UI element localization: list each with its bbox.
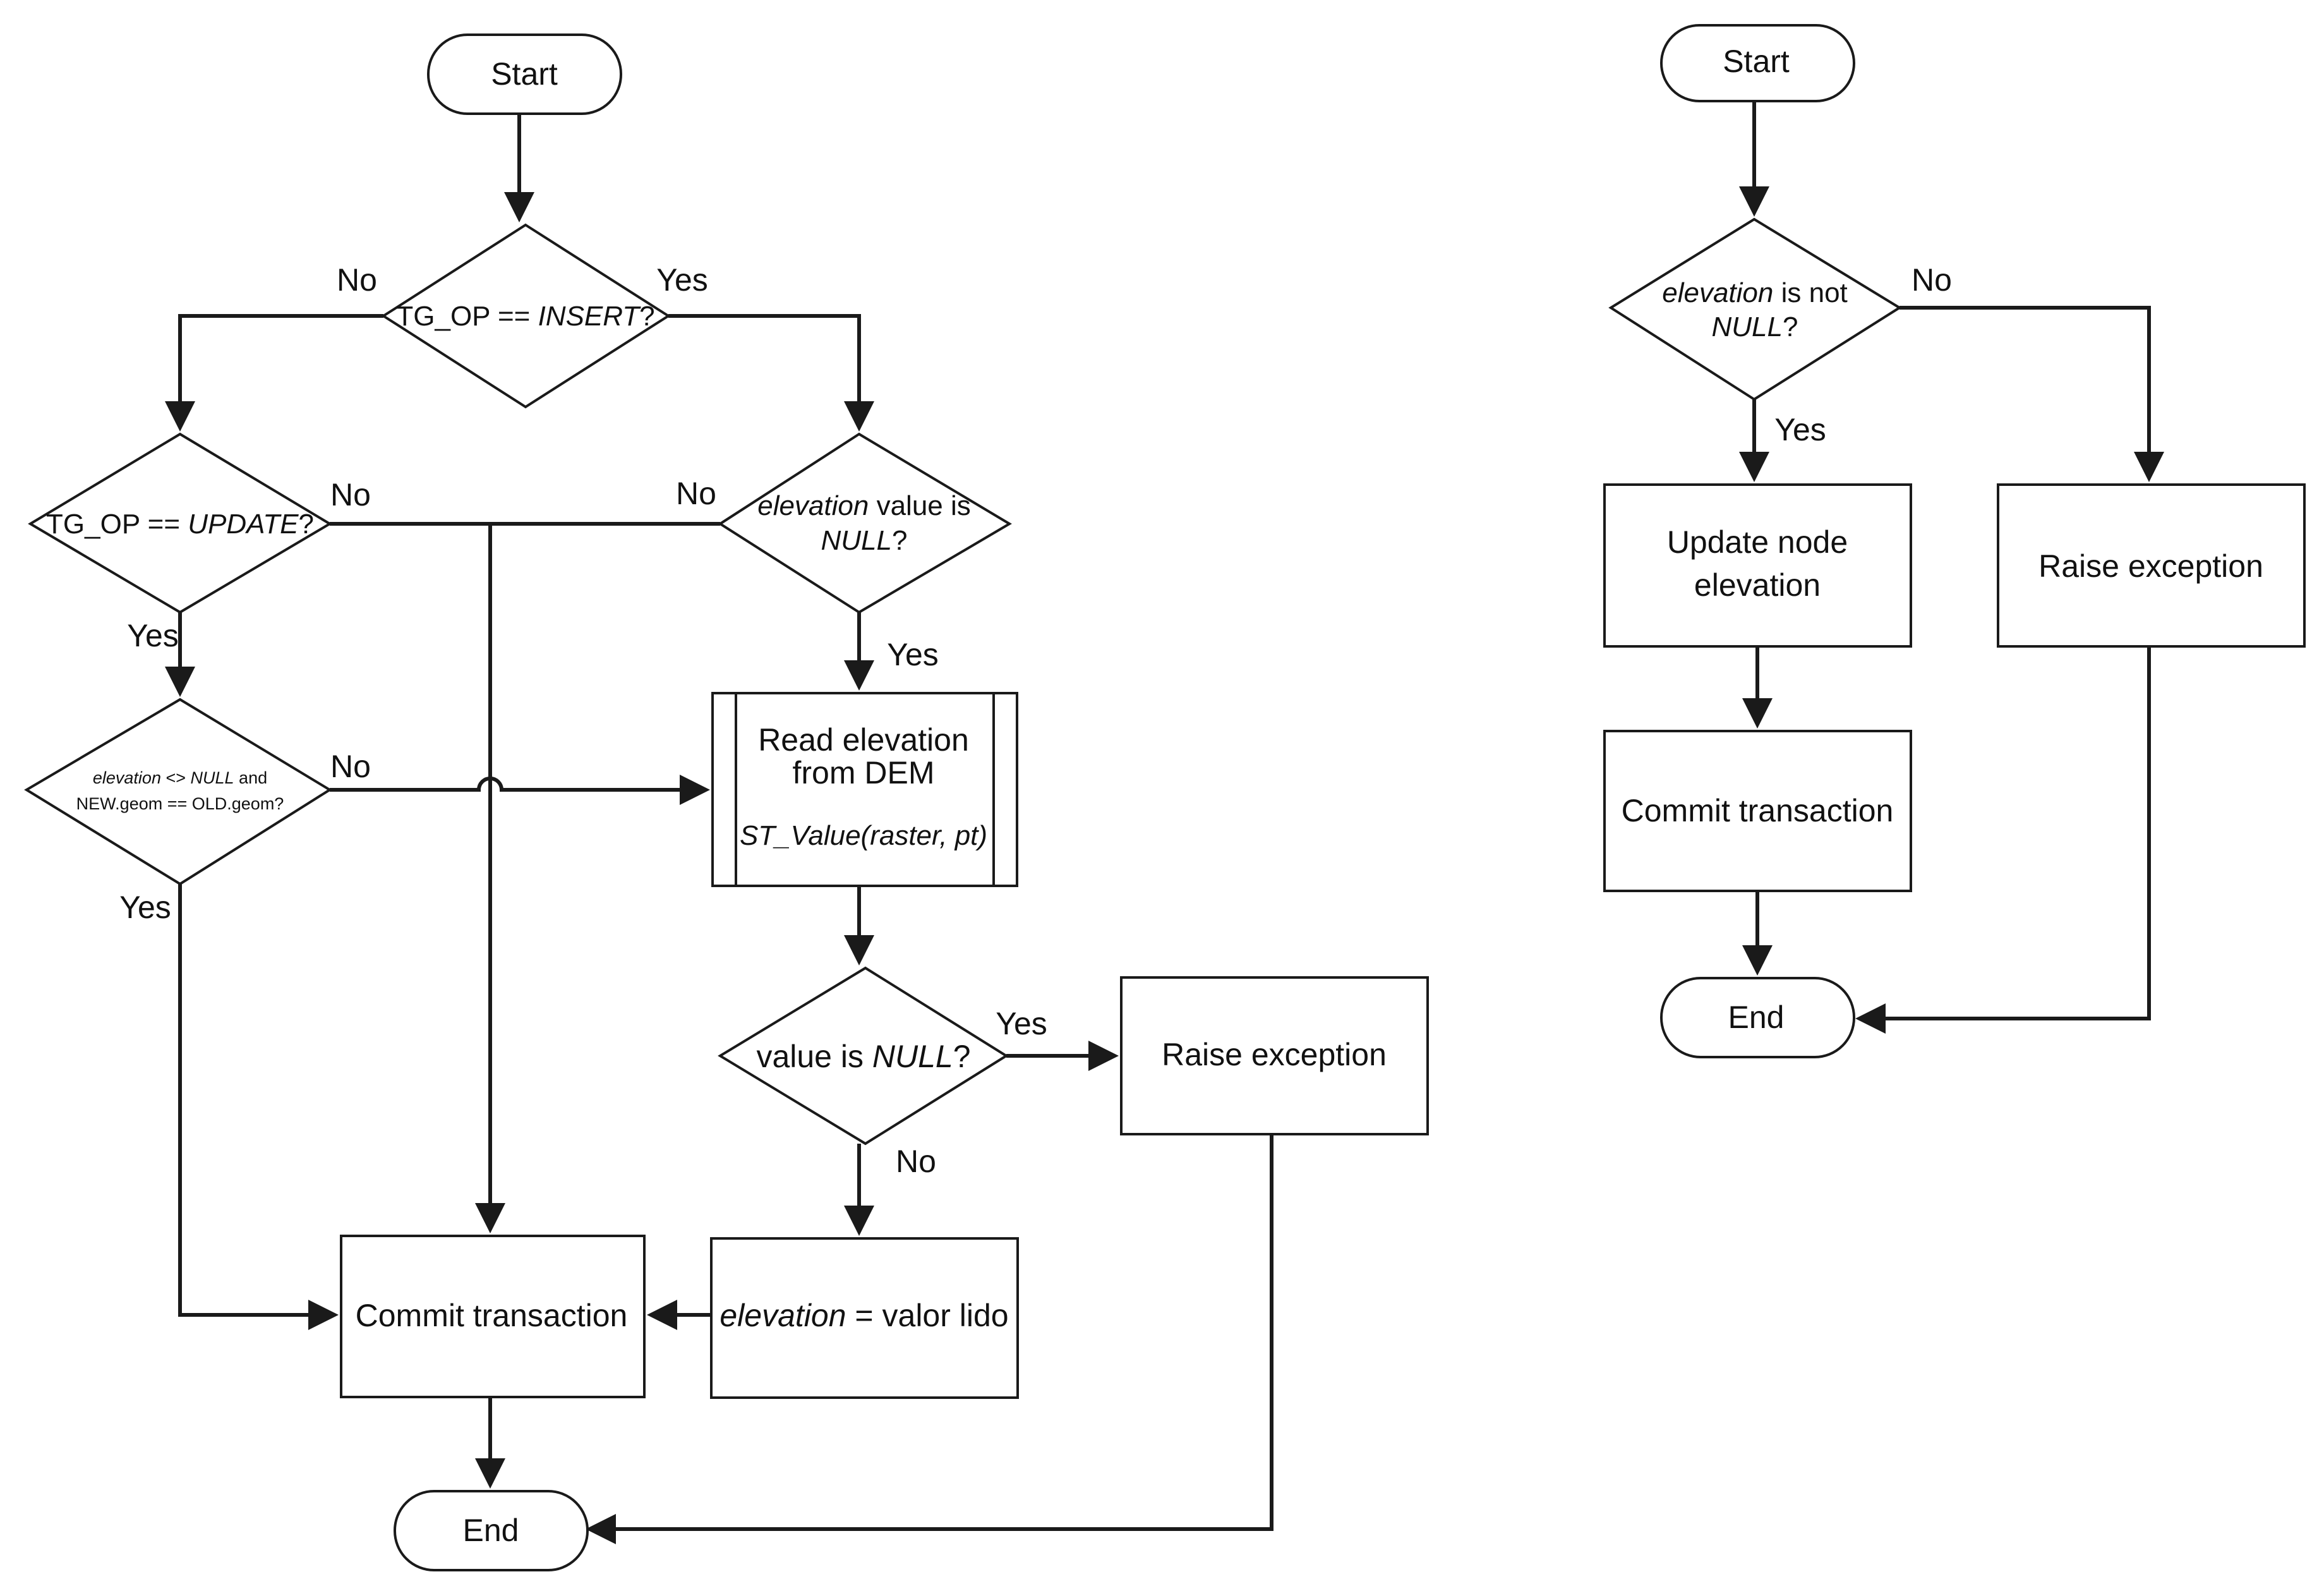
left-decision-value-null: elevation value is NULL? — [718, 432, 1012, 614]
decision-value-null-line2: NULL? — [821, 525, 908, 556]
update-node-line2: elevation — [1694, 567, 1821, 603]
decision-is-null-label: value is NULL? — [756, 1039, 970, 1074]
right-end-label: End — [1728, 1000, 1785, 1035]
edge-geom-no — [330, 775, 710, 805]
label-is-null-no: No — [896, 1144, 936, 1179]
left-end-label: End — [463, 1513, 519, 1548]
left-connectors — [165, 107, 1273, 1544]
right-edge-labels: No Yes — [1774, 262, 1952, 447]
label-update-no: No — [330, 477, 371, 512]
label-insert-yes: Yes — [656, 262, 708, 298]
left-process-read-elevation: Read elevation from DEM ST_Value(raster,… — [711, 692, 1018, 887]
read-elevation-line1: Read elevation — [758, 722, 969, 758]
edge-insert-no — [165, 314, 383, 432]
label-value-null-yes: Yes — [887, 637, 939, 672]
edge-insert-yes — [668, 314, 874, 432]
label-update-yes: Yes — [127, 618, 179, 653]
right-connectors — [1739, 100, 2164, 1034]
edge-r-raise-to-end — [1855, 646, 2151, 1034]
label-r-no: No — [1912, 262, 1952, 298]
label-geom-yes: Yes — [119, 890, 171, 925]
label-r-yes: Yes — [1774, 412, 1826, 447]
decision-not-null-line2: NULL? — [1712, 312, 1798, 342]
decision-geom-line2: NEW.geom == OLD.geom? — [76, 794, 284, 813]
left-commit-label: Commit transaction — [356, 1298, 628, 1333]
right-process-update: Update node elevation — [1603, 483, 1912, 648]
right-start-node: Start — [1660, 24, 1855, 102]
left-decision-insert: TG_OP == INSERT? — [381, 223, 671, 409]
decision-value-null-line1: elevation value is — [757, 490, 971, 521]
label-insert-no: No — [337, 262, 377, 298]
left-process-assign: elevation = valor lido — [710, 1237, 1019, 1399]
label-geom-no: No — [330, 749, 371, 784]
left-start-label: Start — [491, 56, 558, 92]
edge-raise-to-end — [586, 1134, 1273, 1544]
label-value-null-no: No — [676, 476, 716, 511]
decision-update-label: TG_OP == UPDATE? — [46, 509, 314, 540]
right-commit-label: Commit transaction — [1622, 793, 1894, 828]
left-decision-is-null: value is NULL? — [718, 966, 1009, 1146]
assign-label: elevation = valor lido — [719, 1298, 1008, 1333]
decision-geom-line1: elevation <> NULL and — [93, 768, 267, 787]
right-process-raise-exception: Raise exception — [1997, 483, 2306, 648]
left-end-node: End — [394, 1490, 589, 1571]
left-decision-geom: elevation <> NULL and NEW.geom == OLD.ge… — [24, 698, 332, 886]
right-start-label: Start — [1723, 44, 1790, 79]
left-start-node: Start — [427, 33, 622, 115]
read-elevation-function: ST_Value(raster, pt) — [740, 820, 987, 851]
edge-r-no — [1900, 306, 2164, 482]
right-end-node: End — [1660, 977, 1855, 1058]
edge-geom-yes — [178, 884, 339, 1330]
left-raise-exception-label: Raise exception — [1162, 1037, 1387, 1072]
left-decision-update: TG_OP == UPDATE? — [28, 432, 332, 614]
label-is-null-yes: Yes — [996, 1006, 1047, 1041]
left-process-raise-exception: Raise exception — [1120, 976, 1429, 1135]
right-decision-not-null: elevation is not NULL? — [1608, 217, 1902, 401]
left-process-commit: Commit transaction — [340, 1235, 646, 1398]
right-process-commit: Commit transaction — [1603, 730, 1912, 892]
right-raise-exception-label: Raise exception — [2038, 548, 2263, 584]
update-node-line1: Update node — [1667, 524, 1848, 560]
decision-insert-label: TG_OP == INSERT? — [396, 301, 654, 332]
left-edge-labels: No Yes No No Yes Yes No Yes Yes No — [119, 262, 1047, 1179]
read-elevation-line2: from DEM — [793, 755, 935, 790]
decision-not-null-line1: elevation is not — [1662, 277, 1848, 308]
